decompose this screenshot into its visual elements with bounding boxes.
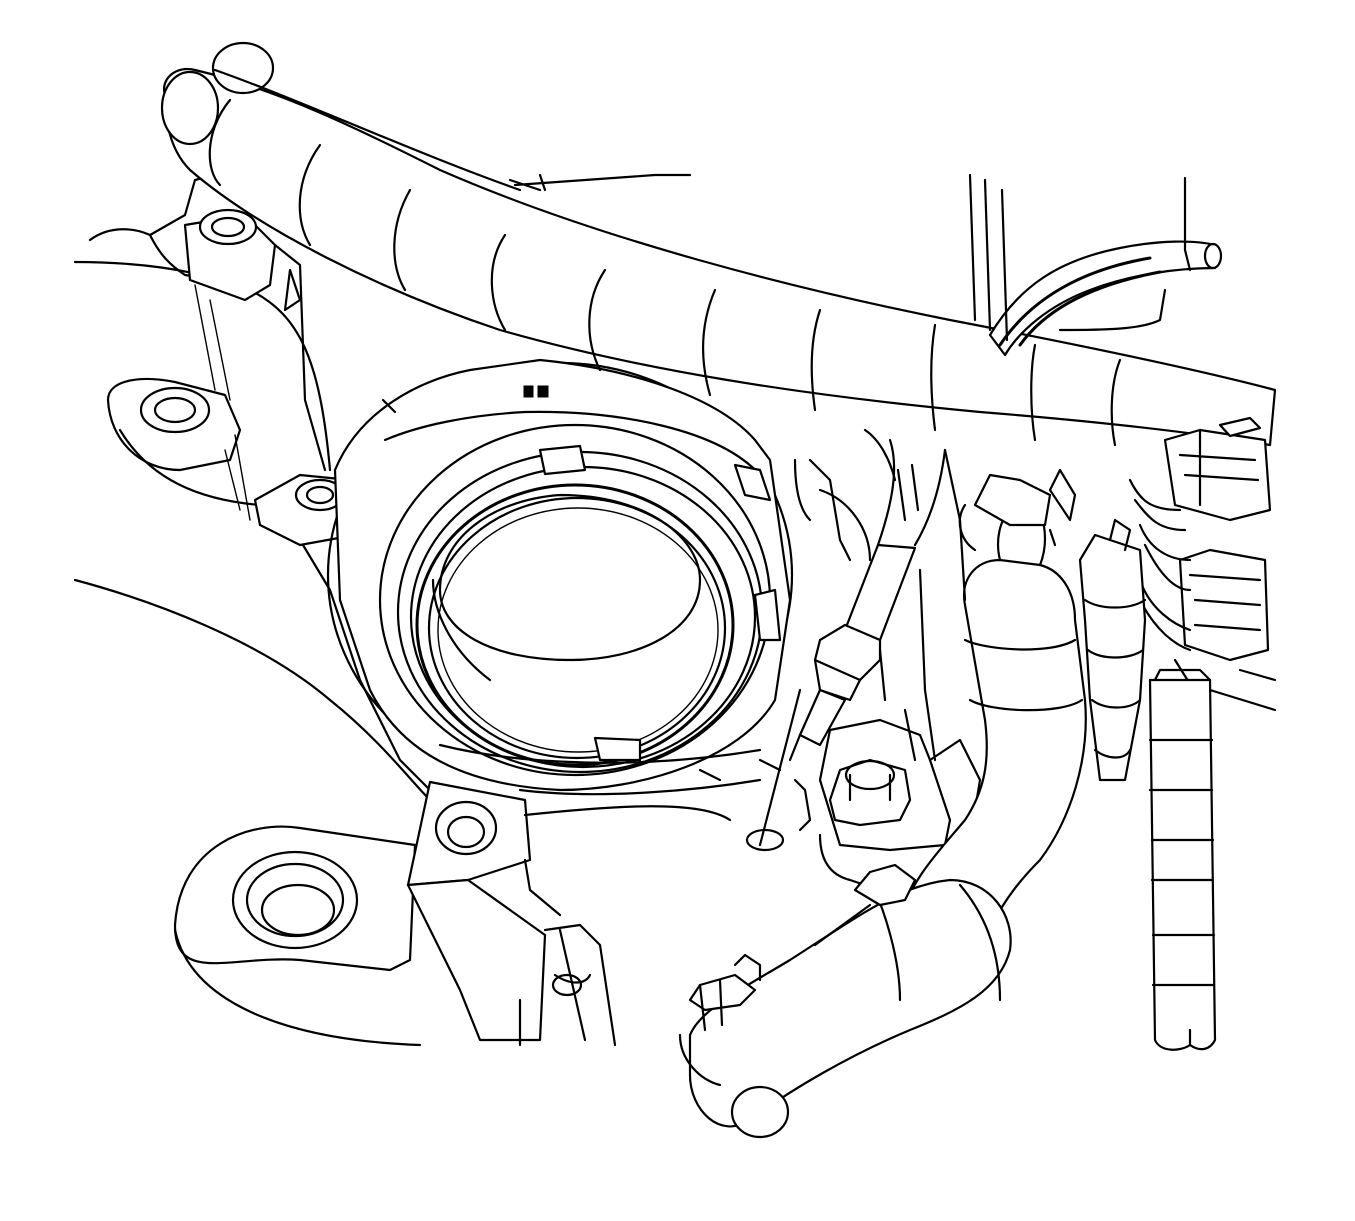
lower-arm-lug bbox=[173, 780, 617, 1047]
wire-harness-upper bbox=[160, 41, 1277, 447]
knuckle-body bbox=[793, 428, 967, 762]
speed-sensor-lead bbox=[788, 438, 947, 762]
seal-stamp-mark bbox=[523, 385, 549, 398]
harness-connectors bbox=[1078, 416, 1277, 1051]
wire-harness-lower bbox=[678, 468, 1087, 1139]
bearing-seal-assembly bbox=[326, 358, 812, 852]
